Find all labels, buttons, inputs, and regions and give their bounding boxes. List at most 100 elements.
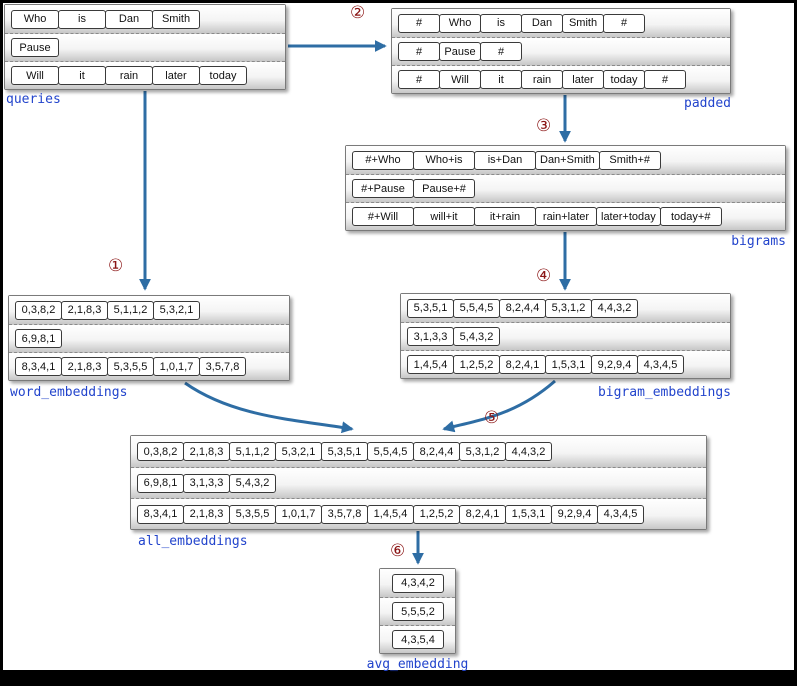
word_embeddings-cell: 5,3,5,5 <box>107 357 154 376</box>
padded-label: padded <box>684 96 731 111</box>
all_embeddings-cell: 1,5,3,1 <box>505 504 552 524</box>
queries-cell: Will <box>11 66 59 85</box>
bigram_embeddings-cell: 9,2,9,4 <box>591 355 638 374</box>
queries-cell: it <box>58 66 106 85</box>
queries-cell: Smith <box>152 9 200 29</box>
queries-cell: later <box>152 66 200 85</box>
padded-cell: # <box>644 70 686 89</box>
all_embeddings-cell: 1,0,1,7 <box>275 504 322 524</box>
bigram_embeddings-cell: 5,4,3,2 <box>453 327 500 346</box>
padded-cell: # <box>398 13 440 33</box>
queries-cell: Who <box>11 9 59 29</box>
padded-cell: is <box>480 13 522 33</box>
bigrams-cell: it+rain <box>474 207 536 226</box>
padded-cell: it <box>480 70 522 89</box>
all_embeddings-cell: 9,2,9,4 <box>551 504 598 524</box>
padded-cell: rain <box>521 70 563 89</box>
word_embeddings-cell: 2,1,8,3 <box>61 300 108 320</box>
bigrams-label: bigrams <box>731 234 786 249</box>
word_embeddings-row: 6,9,8,1 <box>9 324 289 352</box>
all_embeddings-cell: 5,4,3,2 <box>229 473 276 493</box>
avg_embedding-row: 4,3,4,2 <box>380 569 455 597</box>
all_embeddings-cell: 4,3,4,5 <box>597 504 644 524</box>
word_embeddings-cell: 5,3,2,1 <box>153 300 200 320</box>
queries-cell: is <box>58 9 106 29</box>
all_embeddings-cell: 8,2,4,4 <box>413 442 460 461</box>
padded-cell: Dan <box>521 13 563 33</box>
avg_embedding-cell: 4,3,4,2 <box>392 573 444 593</box>
bigram_embeddings-cell: 4,4,3,2 <box>591 298 638 318</box>
queries-label: queries <box>6 92 61 107</box>
padded-cell: # <box>480 42 522 61</box>
bigram_embeddings-cell: 5,3,1,2 <box>545 298 592 318</box>
all_embeddings-cell: 5,3,2,1 <box>275 442 322 461</box>
bigram_embeddings-cell: 1,2,5,2 <box>453 355 500 374</box>
all_embeddings-cell: 1,2,5,2 <box>413 504 460 524</box>
bigrams-cell: is+Dan <box>474 150 536 170</box>
word_embeddings-cell: 2,1,8,3 <box>61 357 108 376</box>
all_embeddings-cell: 3,5,7,8 <box>321 504 368 524</box>
bigrams-cell: rain+later <box>535 207 597 226</box>
padded-cell: # <box>603 13 645 33</box>
bigrams-cell: Smith+# <box>598 150 661 170</box>
all_embeddings-cell: 2,1,8,3 <box>183 442 230 461</box>
step-6-badge: ⑥ <box>390 541 406 561</box>
bigrams-cell: #+Pause <box>352 179 414 198</box>
word_embeddings-cell: 5,1,1,2 <box>107 300 154 320</box>
bigram_embeddings-cell: 8,2,4,4 <box>499 298 546 318</box>
bigrams-cell: #+Will <box>352 207 414 226</box>
bigram_embeddings-cell: 5,5,4,5 <box>453 298 500 318</box>
bigrams-cell: Pause+# <box>413 179 475 198</box>
padded-cell: later <box>562 70 604 89</box>
queries-cell: today <box>199 66 247 85</box>
all_embeddings-cell: 0,3,8,2 <box>137 442 184 461</box>
all_embeddings-cell: 5,5,4,5 <box>367 442 414 461</box>
bigrams-cell: Dan+Smith <box>535 150 600 170</box>
bigram_embeddings-cell: 1,4,5,4 <box>407 355 454 374</box>
step-5-badge: ⑤ <box>484 408 500 428</box>
bigram_embeddings-cell: 3,1,3,3 <box>407 327 454 346</box>
step-1-badge: ① <box>108 256 124 276</box>
bigrams-cell: #+Who <box>352 150 414 170</box>
step-3-badge: ③ <box>536 116 552 136</box>
bigram_embeddings-cell: 5,3,5,1 <box>407 298 454 318</box>
bigrams-cell: Who+is <box>413 150 475 170</box>
bigram_embeddings-cell: 8,2,4,1 <box>499 355 546 374</box>
all_embeddings-cell: 4,4,3,2 <box>505 442 552 461</box>
all_embeddings-cell: 2,1,8,3 <box>183 504 230 524</box>
padded-row: #Pause# <box>392 37 730 65</box>
all_embeddings-cell: 1,4,5,4 <box>367 504 414 524</box>
all_embeddings-cell: 5,3,5,5 <box>229 504 276 524</box>
bigrams-cell: later+today <box>596 207 661 226</box>
bigram-embeddings-label: bigram_embeddings <box>597 385 731 400</box>
padded-cell: today <box>603 70 645 89</box>
word_embeddings-cell: 0,3,8,2 <box>15 300 62 320</box>
queries-cell: rain <box>105 66 153 85</box>
all_embeddings-cell: 5,1,1,2 <box>229 442 276 461</box>
padded-cell: Will <box>439 70 481 89</box>
padded-cell: # <box>398 42 440 61</box>
bigram_embeddings-cell: 1,5,3,1 <box>545 355 592 374</box>
word_embeddings-cell: 3,5,7,8 <box>199 357 246 376</box>
avg_embedding-cell: 4,3,5,4 <box>392 630 444 649</box>
all_embeddings-cell: 8,2,4,1 <box>459 504 506 524</box>
all_embeddings-cell: 5,3,1,2 <box>459 442 506 461</box>
step-2-badge: ② <box>350 3 366 23</box>
